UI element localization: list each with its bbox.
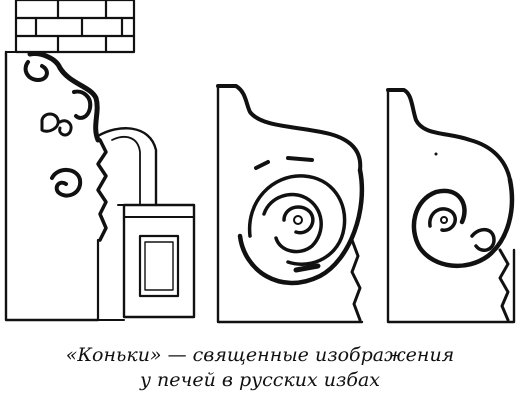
caption-line-2: у печей в русских избах (139, 369, 381, 391)
panel-2-spiral-carving (216, 84, 365, 324)
konki-illustration (4, 0, 516, 324)
caption-line-1: «Коньки» — священные изображения (65, 344, 455, 366)
brick-chimney (14, 0, 136, 54)
panel-3-curl-carving (386, 88, 516, 324)
panel-1-stove-with-horse-carving (4, 0, 196, 322)
